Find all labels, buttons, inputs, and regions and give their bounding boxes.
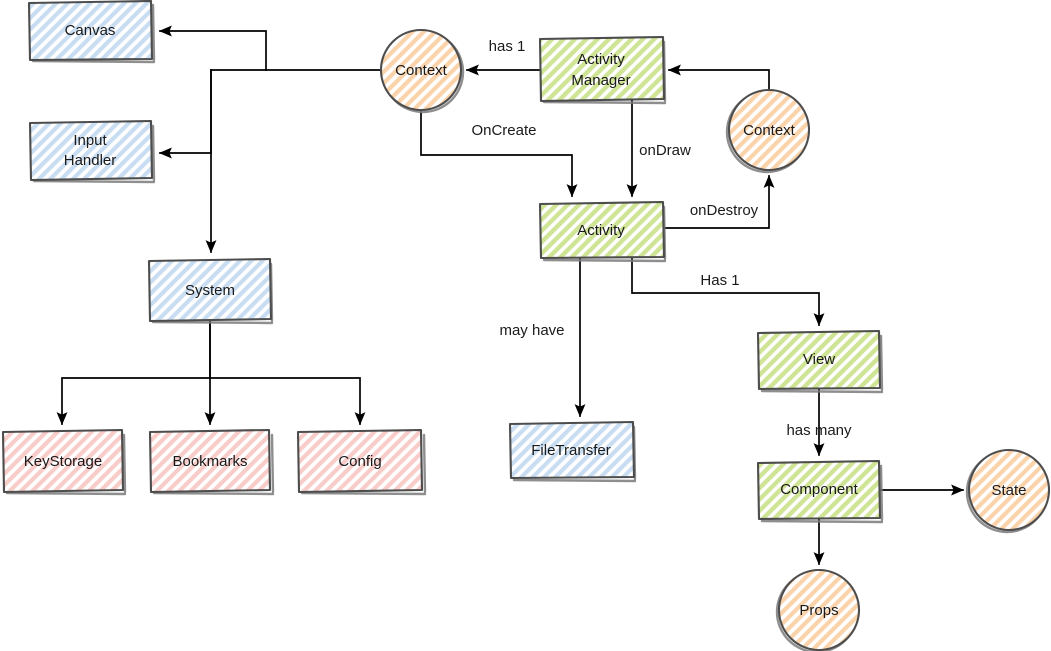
edge-label-has-1-upper: Has 1 [700,272,739,289]
edge-activity-to-view[interactable] [631,257,825,327]
node-view[interactable]: View [756,329,884,394]
node-props[interactable]: Props [775,568,861,651]
edge-label-has-1-lower: has 1 [489,38,526,55]
node-component[interactable]: Component [756,459,884,524]
node-activity[interactable]: Activity [538,200,667,263]
node-context-right[interactable]: Context [725,88,811,174]
edge-context-to-canvas[interactable] [158,25,382,71]
edge-context-to-activity-oncreate[interactable] [420,109,578,198]
edge-context-right-to-activity-manager[interactable] [667,64,770,91]
node-canvas[interactable]: Canvas [27,0,156,64]
edge-activity-to-context-right-ondestroy[interactable] [662,174,775,229]
node-context-left[interactable]: Context [379,28,465,114]
node-filetransfer[interactable]: FileTransfer [508,420,637,483]
edge-system-to-keystorage[interactable] [56,319,211,426]
node-state[interactable]: State [965,448,1051,534]
node-activity-manager[interactable]: Activity Manager [538,35,667,105]
node-bookmarks[interactable]: Bookmarks [148,428,275,496]
edge-label-on-draw: onDraw [639,142,691,159]
edge-layer [56,25,965,566]
node-keystorage[interactable]: KeyStorage [1,428,127,496]
node-system[interactable]: System [147,257,274,325]
edge-system-to-config[interactable] [209,377,366,426]
edge-label-on-destroy: onDestroy [690,202,759,219]
edge-label-may-have: may have [499,322,564,339]
edge-context-to-input-handler[interactable] [158,69,267,159]
node-input-handler[interactable]: Input Handler [28,119,156,184]
node-config[interactable]: Config [296,428,427,496]
edge-label-on-create: OnCreate [471,122,536,139]
